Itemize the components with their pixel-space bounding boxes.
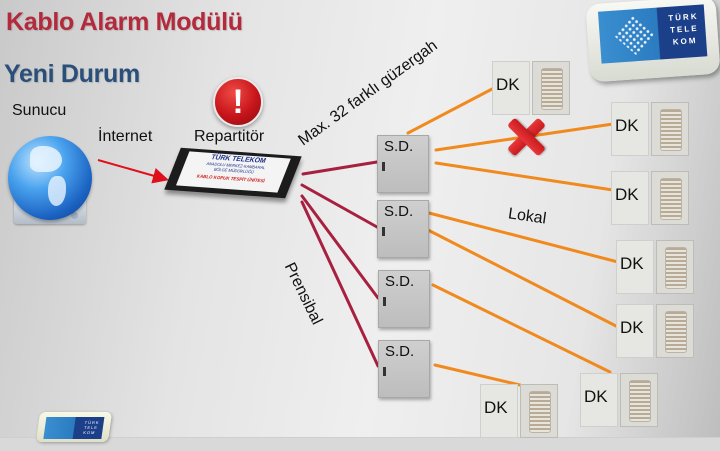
local-cable: [406, 86, 496, 135]
page-subtitle: Yeni Durum: [4, 60, 140, 88]
dk-box[interactable]: DK: [492, 61, 570, 115]
distribution-box-label: S.D.: [385, 343, 415, 360]
dk-label: DK: [584, 387, 608, 406]
dk-box[interactable]: DK: [480, 384, 558, 438]
dk-box[interactable]: DK: [611, 102, 689, 156]
principal-cable: [300, 183, 379, 229]
distribution-box-label: S.D.: [384, 138, 414, 155]
handle-icon: [382, 162, 385, 171]
principal-cable: [301, 160, 379, 176]
terminal-grill-icon: [665, 247, 687, 289]
local-cable: [427, 211, 620, 264]
repartitor-label: Repartitör: [194, 128, 265, 145]
terminal-grill-icon: [660, 178, 682, 220]
server-led-icon: [71, 212, 78, 219]
principal-cable: [300, 200, 380, 368]
distribution-box[interactable]: S.D.: [377, 135, 429, 193]
internet-link: [97, 159, 169, 184]
server-label: Sunucu: [12, 102, 67, 119]
handle-icon: [383, 297, 386, 306]
terminal-grill-icon: [665, 311, 687, 353]
handle-icon: [383, 367, 386, 376]
local-cable: [433, 363, 522, 387]
dk-label: DK: [620, 254, 644, 273]
repartitor-device: TÜRK TELEKOM ANADOLU MERKEZ-KAMBARAL BÖL…: [164, 147, 302, 199]
dk-box[interactable]: DK: [611, 171, 689, 225]
handle-icon: [382, 227, 385, 236]
local-cable: [431, 283, 612, 374]
dk-box[interactable]: DK: [580, 373, 658, 427]
local-cable: [434, 161, 615, 192]
internet-label: İnternet: [98, 128, 153, 145]
terminal-grill-icon: [529, 391, 551, 433]
dk-label: DK: [615, 116, 639, 135]
repartitor-screen: TÜRK TELEKOM ANADOLU MERKEZ-KAMBARAL BÖL…: [176, 151, 291, 193]
page-title: Kablo Alarm Modülü: [6, 8, 243, 36]
alert-icon: !: [213, 77, 263, 127]
dk-label: DK: [615, 185, 639, 204]
distribution-box[interactable]: S.D.: [378, 270, 430, 328]
terminal-grill-icon: [541, 68, 563, 110]
dk-label: DK: [496, 75, 520, 94]
dk-box[interactable]: DK: [616, 240, 694, 294]
terminal-grill-icon: [660, 109, 682, 151]
dk-label: DK: [484, 398, 508, 417]
dk-box[interactable]: DK: [616, 304, 694, 358]
dk-label: DK: [620, 318, 644, 337]
fault-x-icon: [506, 117, 546, 157]
local-cable: [426, 228, 618, 328]
distribution-box-label: S.D.: [384, 203, 414, 220]
distribution-box[interactable]: S.D.: [377, 200, 429, 258]
globe-icon: [8, 136, 92, 220]
principal-cable: [300, 194, 380, 300]
terminal-grill-icon: [629, 380, 651, 422]
bottom-bar: [0, 437, 720, 451]
distribution-box[interactable]: S.D.: [378, 340, 430, 398]
distribution-box-label: S.D.: [385, 273, 415, 290]
